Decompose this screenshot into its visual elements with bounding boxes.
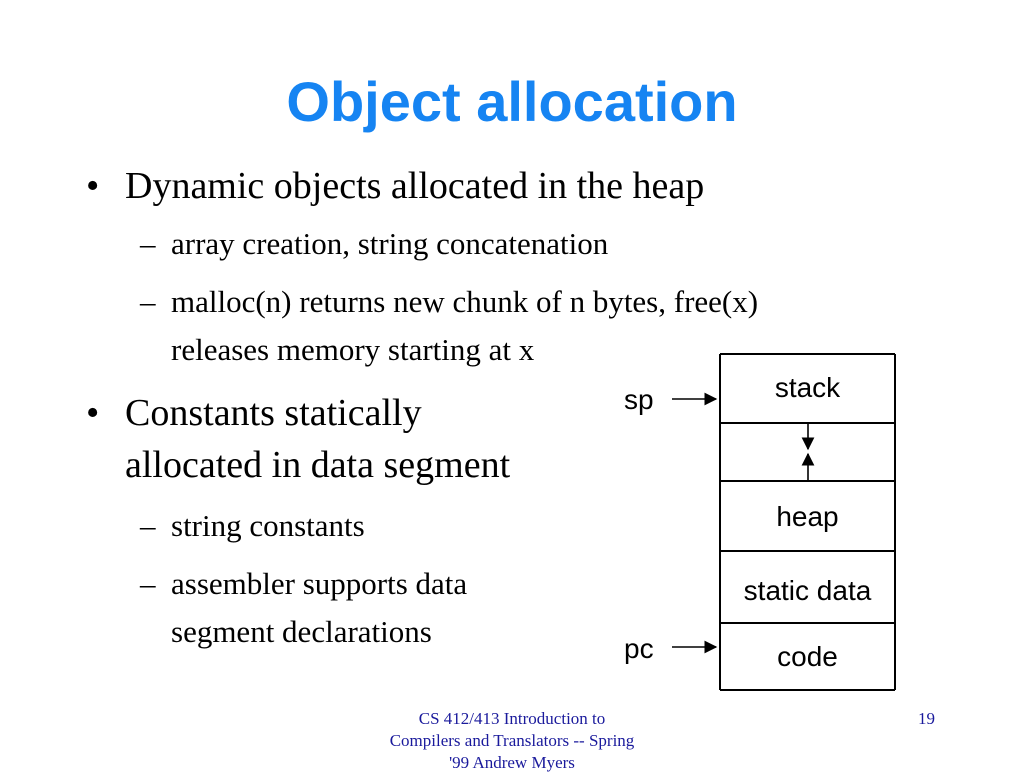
- segment-label-stack: stack: [774, 372, 841, 403]
- sub-bullet-assembler-line-1: assembler supports data: [171, 566, 468, 601]
- sub-bullet-assembler-line-2: segment declarations: [171, 614, 432, 649]
- segment-label-static-data: static data: [743, 575, 872, 606]
- sub-bullet-marker-array-creation: –: [140, 226, 156, 261]
- sub-bullet-malloc-line-2: releases memory starting at x: [171, 332, 535, 367]
- bullet-constants-line-2: allocated in data segment: [125, 444, 511, 486]
- bullet-marker-constants: •: [86, 392, 100, 434]
- page-number: 19: [918, 709, 935, 728]
- sub-bullet-string-constants: string constants: [171, 508, 365, 543]
- footer-line: '99 Andrew Myers: [449, 753, 575, 772]
- pointer-label-pc: pc: [624, 633, 654, 664]
- slide-title: Object allocation: [286, 70, 738, 133]
- sub-bullet-malloc-line-1: malloc(n) returns new chunk of n bytes, …: [171, 284, 759, 319]
- bullet-dynamic-objects: Dynamic objects allocated in the heap: [125, 165, 705, 207]
- sub-bullet-marker-assembler: –: [140, 566, 156, 601]
- sub-bullet-marker-string-constants: –: [140, 508, 156, 543]
- slide-footer: CS 412/413 Introduction to Compilers and…: [362, 708, 662, 774]
- footer-line: Compilers and Translators -- Spring: [389, 731, 635, 750]
- bullet-marker-dynamic-objects: •: [86, 165, 100, 207]
- segment-label-code: code: [777, 641, 838, 672]
- segment-label-heap: heap: [776, 501, 839, 532]
- sub-bullet-array-creation: array creation, string concatenation: [171, 226, 609, 261]
- footer-line: CS 412/413 Introduction to: [418, 709, 606, 728]
- sub-bullet-marker-malloc: –: [140, 284, 156, 319]
- bullet-constants-line-1: Constants statically: [125, 392, 422, 434]
- pointer-label-sp: sp: [624, 384, 654, 415]
